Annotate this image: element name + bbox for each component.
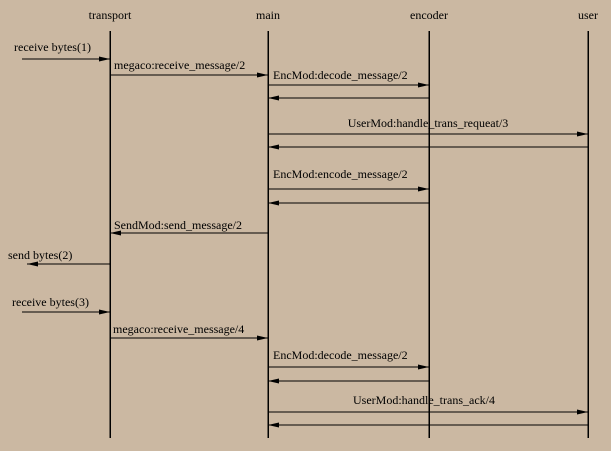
participant-label-user: user xyxy=(578,8,598,22)
message-label-12: EncMod:decode_message/2 xyxy=(273,348,408,362)
message-label-2: EncMod:decode_message/2 xyxy=(273,68,408,82)
message-label-0: receive bytes(1) xyxy=(14,40,91,54)
participant-label-encoder: encoder xyxy=(410,8,448,22)
message-label-1: megaco:receive_message/2 xyxy=(114,58,245,72)
message-label-9: send bytes(2) xyxy=(8,248,72,262)
message-label-11: megaco:receive_message/4 xyxy=(113,322,244,336)
message-label-10: receive bytes(3) xyxy=(12,295,89,309)
message-label-8: SendMod:send_message/2 xyxy=(114,218,242,232)
participant-label-transport: transport xyxy=(89,8,132,22)
message-label-4: UserMod:handle_trans_requeat/3 xyxy=(348,116,509,130)
message-label-6: EncMod:encode_message/2 xyxy=(273,167,408,181)
participant-label-main: main xyxy=(256,8,280,22)
message-label-14: UserMod:handle_trans_ack/4 xyxy=(353,393,495,407)
